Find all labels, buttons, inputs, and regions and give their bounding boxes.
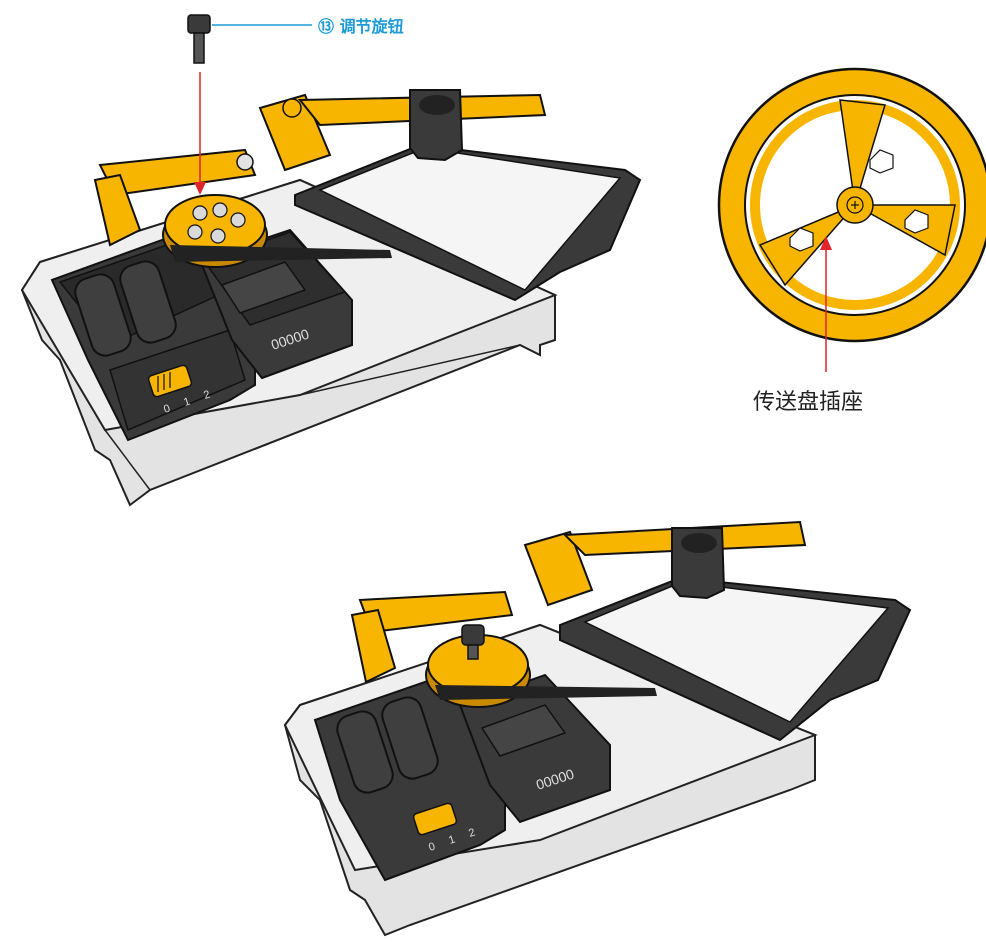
- drive-belt: [170, 245, 392, 262]
- paper-tray: [294, 143, 642, 302]
- knob-callout-text: 调节旋钮: [339, 17, 404, 36]
- pen-holder: [409, 89, 464, 162]
- switch-pos-0-b: 0: [427, 841, 437, 854]
- knob-insert-arrow-head: [194, 182, 206, 195]
- paper-tray-2: [559, 576, 912, 742]
- conveyor-disc-detail: [717, 67, 986, 343]
- installed-knob: [461, 624, 485, 660]
- knob-callout-label: ⑬ 调节旋钮: [318, 13, 404, 37]
- yellow-arm: [93, 93, 547, 247]
- power-switch-2: [412, 802, 458, 836]
- drive-belt-2: [435, 685, 657, 700]
- adjust-knob-part: [187, 14, 211, 64]
- socket-callout-label: 传送盘插座: [753, 390, 864, 415]
- switch-pos-1: 1: [182, 396, 192, 409]
- bottom-assembly: 0 1 2 00000: [283, 520, 912, 937]
- socket-callout-head: [820, 236, 832, 250]
- top-assembly: 0 1 2 00000: [20, 14, 642, 507]
- power-switch: [147, 364, 193, 398]
- switch-pos-2-b: 2: [467, 827, 477, 840]
- pen-holder-2: [671, 527, 726, 600]
- switch-pos-2: 2: [202, 389, 212, 402]
- switch-pos-1-b: 1: [447, 834, 457, 847]
- switch-pos-0: 0: [162, 403, 172, 416]
- control-module-2: [458, 673, 611, 824]
- knob-callout-number: ⑬: [318, 17, 335, 36]
